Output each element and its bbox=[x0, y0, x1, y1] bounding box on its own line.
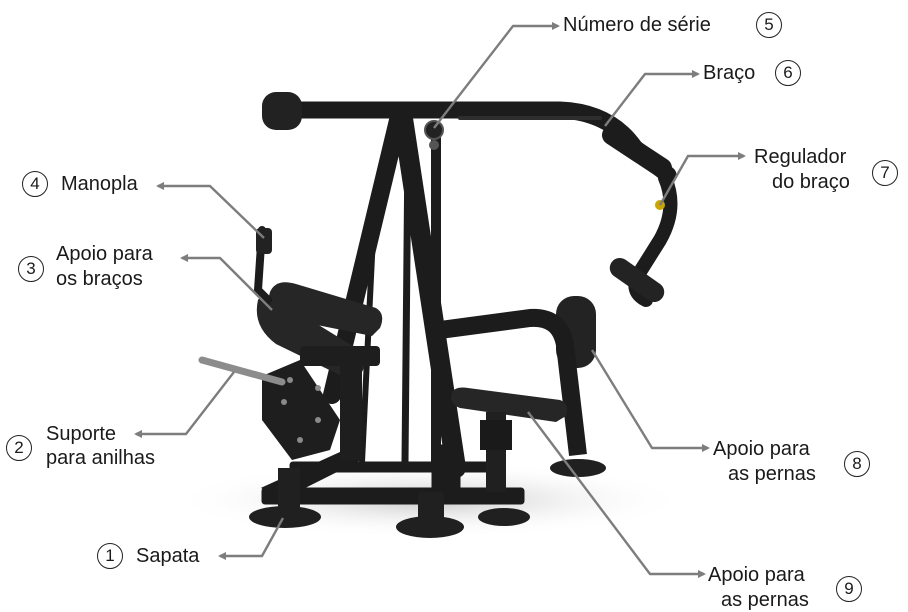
leader-line-5 bbox=[433, 22, 560, 129]
callout-number-9: 9 bbox=[836, 576, 862, 602]
callout-number-1: 1 bbox=[97, 543, 123, 569]
callout-label-sapata: Sapata bbox=[136, 545, 200, 567]
callout-label-braco: Braço bbox=[703, 62, 756, 84]
leader-line-2 bbox=[134, 371, 235, 438]
callout-label-as-pernas-8: as pernas bbox=[728, 463, 816, 485]
callout-label-suporte: Suporte bbox=[46, 423, 117, 445]
callout-label-os-bracos: os braços bbox=[56, 268, 143, 290]
callout-number-3: 3 bbox=[18, 256, 44, 282]
callout-label-apoio-para-9: Apoio para bbox=[708, 564, 805, 586]
callout-number-5: 5 bbox=[756, 12, 782, 38]
callout-label-do-braco: do braço bbox=[772, 171, 850, 193]
callout-number-8: 8 bbox=[844, 451, 870, 477]
leader-line-3 bbox=[180, 254, 273, 311]
leader-line-4 bbox=[156, 182, 265, 239]
callout-number-7: 7 bbox=[872, 160, 898, 186]
leader-line-7 bbox=[658, 152, 746, 206]
leader-line-8 bbox=[590, 349, 710, 452]
callout-label-apoio-para: Apoio para bbox=[56, 243, 153, 265]
leader-line-1 bbox=[218, 517, 285, 560]
callout-number-6: 6 bbox=[775, 60, 801, 86]
callout-leaders bbox=[134, 22, 746, 578]
callout-label-numero-de-serie: Número de série bbox=[563, 14, 711, 36]
callout-label-apoio-para-8: Apoio para bbox=[713, 438, 810, 460]
callout-number-2: 2 bbox=[6, 435, 32, 461]
callout-label-para-anilhas: para anilhas bbox=[46, 447, 155, 469]
leader-line-6 bbox=[604, 70, 700, 127]
callout-label-as-pernas-9: as pernas bbox=[721, 589, 809, 611]
callout-label-regulador: Regulador bbox=[754, 146, 847, 168]
callout-label-manopla: Manopla bbox=[61, 173, 138, 195]
callout-number-4: 4 bbox=[22, 171, 48, 197]
leader-line-9 bbox=[527, 411, 706, 578]
leg-press-machine-illustration bbox=[170, 92, 690, 538]
